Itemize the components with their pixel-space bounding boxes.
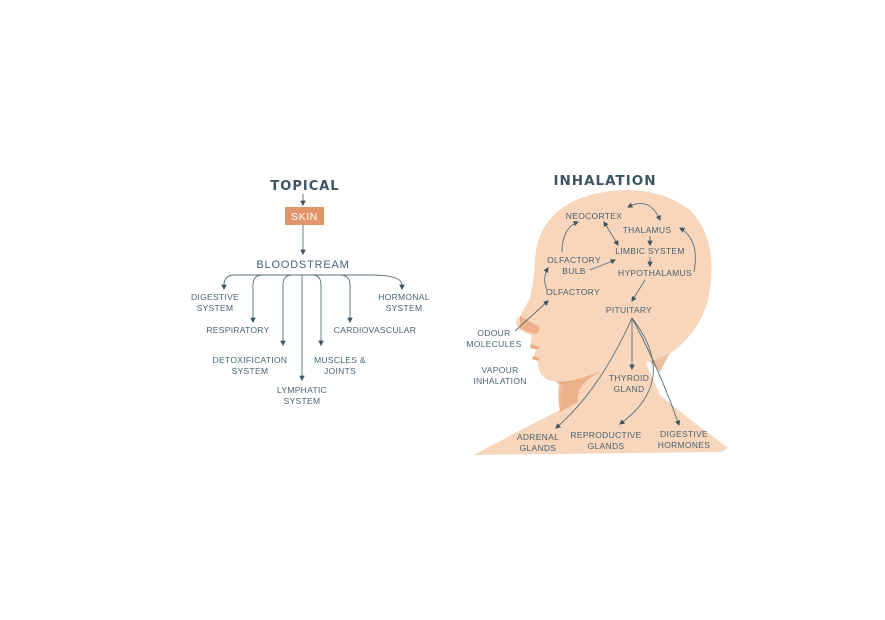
svg-text:DIGESTIVE: DIGESTIVE — [660, 429, 708, 439]
svg-text:INHALATION: INHALATION — [473, 376, 526, 386]
node-limbic-system: LIMBIC SYSTEM — [615, 246, 685, 256]
svg-text:GLANDS: GLANDS — [588, 441, 625, 451]
svg-text:CARDIOVASCULAR: CARDIOVASCULAR — [334, 325, 416, 335]
inhalation-arrows — [514, 202, 696, 429]
svg-text:MUSCLES &: MUSCLES & — [314, 355, 366, 365]
node-odour-molecules: ODOUR MOLECULES — [466, 328, 521, 349]
svg-text:MOLECULES: MOLECULES — [466, 339, 521, 349]
node-thalamus: THALAMUS — [623, 225, 672, 235]
svg-text:OLFACTORY: OLFACTORY — [547, 255, 601, 265]
node-digestive-hormones: DIGESTIVE HORMONES — [658, 429, 710, 450]
branch-detoxification-system: DETOXIFICATION SYSTEM — [213, 355, 288, 376]
node-pituitary: PITUITARY — [606, 305, 652, 315]
head-silhouette — [474, 190, 728, 455]
branch-respiratory: RESPIRATORY — [206, 325, 269, 335]
svg-text:LYMPHATIC: LYMPHATIC — [277, 385, 327, 395]
svg-text:DETOXIFICATION: DETOXIFICATION — [213, 355, 288, 365]
bloodstream-branches — [221, 274, 405, 382]
node-olfactory-bulb: OLFACTORY BULB — [547, 255, 601, 276]
skin-box — [285, 207, 324, 225]
svg-text:VAPOUR: VAPOUR — [481, 365, 518, 375]
svg-text:SYSTEM: SYSTEM — [284, 396, 321, 406]
inhalation-title: INHALATION — [553, 173, 656, 189]
node-olfactory: OLFACTORY — [546, 287, 600, 297]
skin-label: SKIN — [291, 211, 318, 223]
svg-text:SYSTEM: SYSTEM — [232, 366, 269, 376]
node-hypothalamus: HYPOTHALAMUS — [618, 268, 692, 278]
branch-cardiovascular: CARDIOVASCULAR — [334, 325, 416, 335]
svg-text:HORMONAL: HORMONAL — [378, 292, 430, 302]
bloodstream-label: BLOODSTREAM — [256, 259, 349, 271]
svg-text:ODOUR: ODOUR — [477, 328, 510, 338]
svg-text:GLANDS: GLANDS — [520, 443, 557, 453]
svg-text:HORMONES: HORMONES — [658, 440, 710, 450]
svg-text:RESPIRATORY: RESPIRATORY — [206, 325, 269, 335]
svg-text:THYROID: THYROID — [609, 373, 649, 383]
node-neocortex: NEOCORTEX — [566, 211, 622, 221]
branch-hormonal-system: HORMONAL SYSTEM — [378, 292, 430, 313]
svg-text:DIGESTIVE: DIGESTIVE — [191, 292, 239, 302]
branch-digestive-system: DIGESTIVE SYSTEM — [191, 292, 239, 313]
svg-text:ADRENAL: ADRENAL — [517, 432, 559, 442]
topical-section: TOPICAL SKIN BLOODSTREAM DIGESTIVE SYSTE… — [191, 179, 430, 406]
svg-text:JOINTS: JOINTS — [324, 366, 356, 376]
branch-muscles-joints: MUSCLES & JOINTS — [314, 355, 366, 376]
node-vapour-inhalation: VAPOUR INHALATION — [473, 365, 526, 386]
svg-text:GLAND: GLAND — [614, 384, 645, 394]
node-adrenal-glands: ADRENAL GLANDS — [517, 432, 559, 453]
node-thyroid-gland: THYROID GLAND — [609, 373, 649, 394]
svg-text:SYSTEM: SYSTEM — [386, 303, 423, 313]
svg-text:REPRODUCTIVE: REPRODUCTIVE — [570, 430, 641, 440]
node-reproductive-glands: REPRODUCTIVE GLANDS — [570, 430, 641, 451]
svg-text:BULB: BULB — [562, 266, 585, 276]
topical-title: TOPICAL — [270, 179, 339, 194]
inhalation-section: INHALATION — [466, 173, 728, 455]
branch-lymphatic-system: LYMPHATIC SYSTEM — [277, 385, 327, 406]
svg-text:SYSTEM: SYSTEM — [197, 303, 234, 313]
